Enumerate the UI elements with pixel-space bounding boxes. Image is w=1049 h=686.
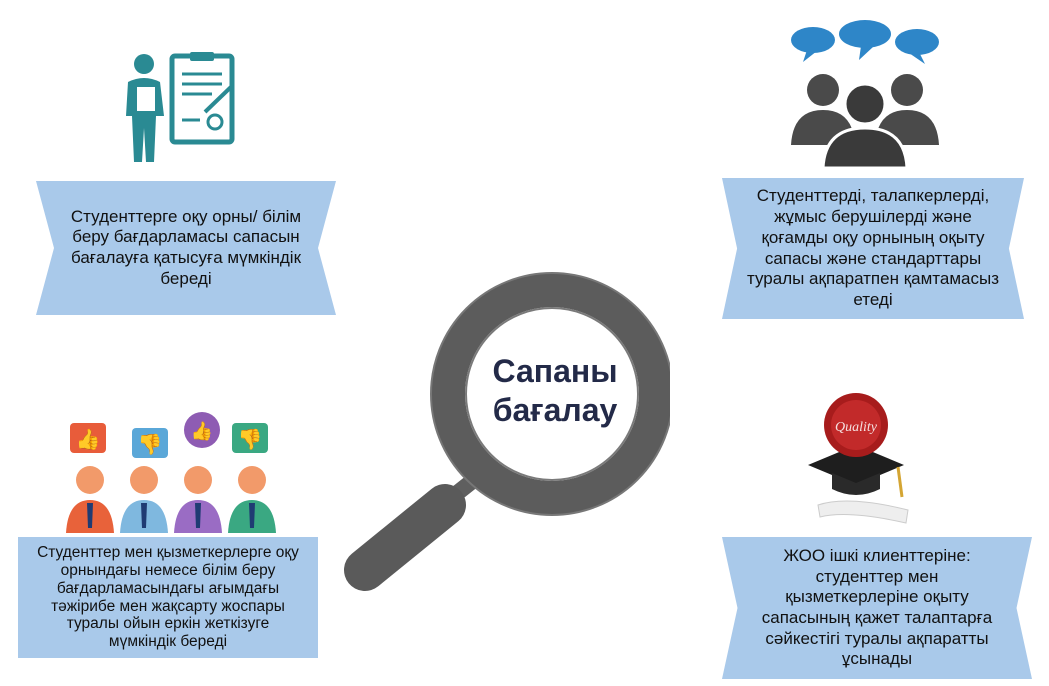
top-right-box: Студенттерді, талапкерлерді, жұмыс беруш… — [722, 178, 1024, 319]
quality-graduation-icon: Quality — [808, 393, 909, 524]
svg-text:👎: 👎 — [138, 432, 163, 456]
svg-text:👍: 👍 — [76, 427, 101, 451]
bottom-left-box: Студенттер мен қызметкерлерге оқу орнынд… — [18, 537, 318, 658]
bottom-right-box: ЖОО ішкі клиенттеріне: студенттер мен қы… — [722, 537, 1032, 679]
center-title: Сапаны бағалау — [492, 353, 618, 429]
svg-text:👎: 👎 — [238, 427, 263, 451]
top-right-text: Студенттерді, талапкерлерді, жұмыс беруш… — [747, 186, 999, 309]
svg-text:👍: 👍 — [191, 420, 213, 442]
bottom-left-text: Студенттер мен қызметкерлерге оқу орнынд… — [37, 544, 299, 651]
magnifying-glass-icon — [344, 272, 670, 591]
top-left-box: Студенттерге оқу орны/ білім беру бағдар… — [36, 181, 336, 315]
feedback-people-icon: 👍 👎 👍 👎 — [66, 412, 276, 533]
top-left-text: Студенттерге оқу орны/ білім беру бағдар… — [70, 206, 302, 288]
teacher-with-board-icon — [126, 52, 235, 162]
discussion-group-icon — [791, 20, 939, 170]
bottom-right-text: ЖОО ішкі клиенттеріне: студенттер мен қы… — [761, 545, 993, 669]
quality-seal-text: Quality — [835, 420, 878, 435]
